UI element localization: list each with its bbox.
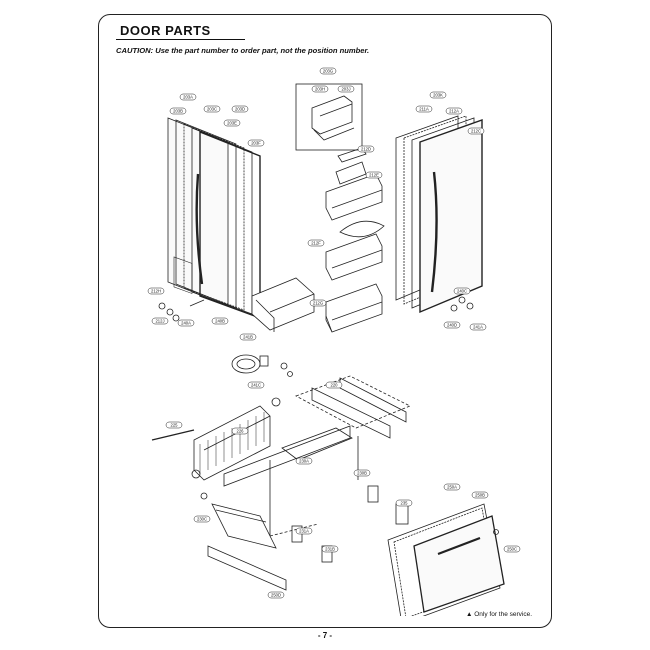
part-number-label: 230B [357,471,367,476]
part-number-label: 240C [457,289,467,294]
part-number-label: 212E [369,173,379,178]
page-title: DOOR PARTS [116,23,245,40]
part-number-label: 203G [323,69,333,74]
part-number-label: 212A [449,109,459,114]
water-tube-parts [231,354,293,407]
left-door-bin [251,277,315,332]
part-number-label: 225 [171,423,179,428]
part-number-label: 250D [271,593,281,598]
part-number-label: 220 [331,383,339,388]
part-labels: 203A 203B 203C 203D 203E 203F 203G 203H 203J 203K… [147,67,521,599]
service-note: ▲ Only for the service. [466,611,533,618]
part-number-label: 203E [227,121,237,126]
part-number-label: 212G [313,301,323,306]
part-number-label: 211A [419,107,429,112]
part-number-label: 212F [311,241,321,246]
part-number-label: 240D [447,323,457,328]
caution-note: CAUTION: Use the part number to order pa… [116,46,370,55]
part-number-label: 250C [507,547,517,552]
part-number-label: 212J [155,319,164,324]
part-number-label: 212H [151,289,161,294]
drawer-frame [223,375,411,537]
part-number-label: 250B [475,493,485,498]
page-frame [98,14,552,628]
small-parts [291,485,409,563]
part-number-label: 203H [315,87,325,92]
part-number-label: 203K [433,93,443,98]
part-number-label: 203B [173,109,183,114]
part-number-label: 230C [197,517,207,522]
part-number-label: 231B [325,547,335,552]
part-number-label: 203D [235,107,245,112]
freezer-drawer-door [387,503,505,616]
page-number: - 7 - [317,631,333,640]
part-number-label: 203C [207,107,217,112]
part-number-label: 230A [299,459,309,464]
part-number-label: 240B [215,319,225,324]
part-number-label: 212C [471,129,481,134]
part-number-label: 203J [341,87,350,92]
part-number-label: 212D [361,147,371,152]
right-door-assembly [395,115,483,314]
drawer-basket [151,405,271,481]
part-number-label: 240A [181,321,191,326]
part-number-label: 241A [473,325,483,330]
part-number-label: 203A [183,95,193,100]
part-number-label: 235 [401,501,409,506]
drawer-front-rail [191,469,287,591]
exploded-parts-diagram: 203A 203B 203C 203D 203E 203F 203G 203H 203J 203K… [147,67,521,616]
part-number-label: 203F [251,141,261,146]
left-door-assembly [158,117,261,322]
part-number-label: 241C [251,383,261,388]
part-number-label: 226 [237,429,245,434]
part-number-label: 241B [243,335,253,340]
part-number-label: 231A [299,529,309,534]
dispenser-inset [295,83,363,151]
part-number-label: 250A [447,485,457,490]
